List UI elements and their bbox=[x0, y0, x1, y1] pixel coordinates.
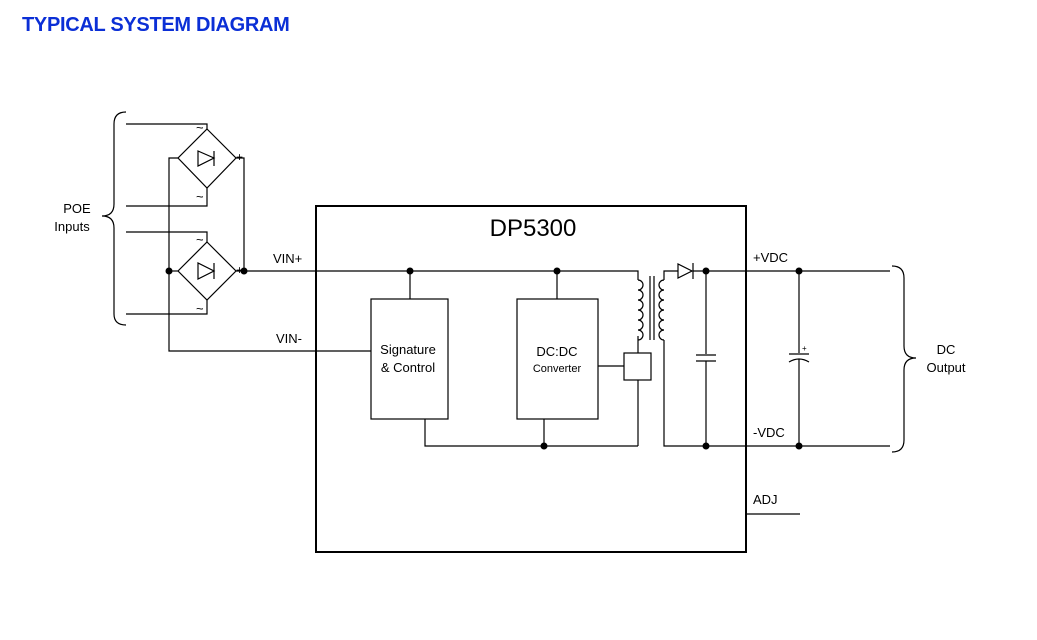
poe-label-line1: POE bbox=[63, 201, 91, 216]
diagram-title: TYPICAL SYSTEM DIAGRAM bbox=[22, 14, 290, 36]
internal-output-capacitor bbox=[696, 271, 716, 450]
vdc-plus-label: +VDC bbox=[753, 250, 788, 265]
signature-control-line1: Signature bbox=[380, 342, 436, 357]
bridge-upper-minus: - bbox=[175, 150, 179, 164]
adj-label: ADJ bbox=[753, 492, 778, 507]
vin-plus-label: VIN+ bbox=[273, 251, 302, 266]
bridge-rectifier-lower: ~ ~ + - bbox=[175, 232, 243, 316]
dp5300-chip-box bbox=[315, 205, 747, 553]
dc-output-line1: DC bbox=[937, 342, 956, 357]
bridge-lower-plus: + bbox=[236, 263, 243, 277]
bridge-lower-ac-top: ~ bbox=[196, 232, 204, 247]
chip-name: DP5300 bbox=[490, 215, 577, 242]
vdc-minus-label: -VDC bbox=[753, 425, 785, 440]
switch-element bbox=[623, 352, 652, 381]
dc-output-brace bbox=[891, 265, 917, 453]
dcdc-converter-line1: DC:DC bbox=[536, 344, 577, 359]
external-output-capacitor: + bbox=[788, 267, 810, 450]
vin-plus-rail bbox=[406, 267, 639, 299]
bridge-rectifier-upper: ~ ~ + - bbox=[175, 120, 243, 204]
transformer bbox=[637, 270, 706, 447]
signature-control-block bbox=[370, 298, 449, 420]
signature-control-line2: & Control bbox=[381, 360, 435, 375]
poe-inputs-brace bbox=[101, 111, 127, 326]
bridge-upper-ac-bottom: ~ bbox=[196, 189, 204, 204]
dcdc-converter-block bbox=[516, 298, 599, 420]
bridge-upper-plus: + bbox=[236, 150, 243, 164]
capacitor-polarity-mark: + bbox=[802, 344, 807, 353]
bridge-lower-minus: - bbox=[175, 263, 179, 277]
dc-output-line2: Output bbox=[926, 360, 965, 375]
bridge-lower-ac-bottom: ~ bbox=[196, 301, 204, 316]
poe-label-line2: Inputs bbox=[54, 219, 90, 234]
dcdc-converter-line2: Converter bbox=[533, 363, 582, 375]
output-diode bbox=[677, 263, 890, 279]
internal-ground-rail bbox=[424, 419, 638, 450]
bridge-upper-ac-top: ~ bbox=[196, 120, 204, 135]
bridge-output-wiring bbox=[165, 157, 410, 352]
vin-minus-label: VIN- bbox=[276, 331, 302, 346]
poe-input-wires bbox=[126, 123, 208, 315]
